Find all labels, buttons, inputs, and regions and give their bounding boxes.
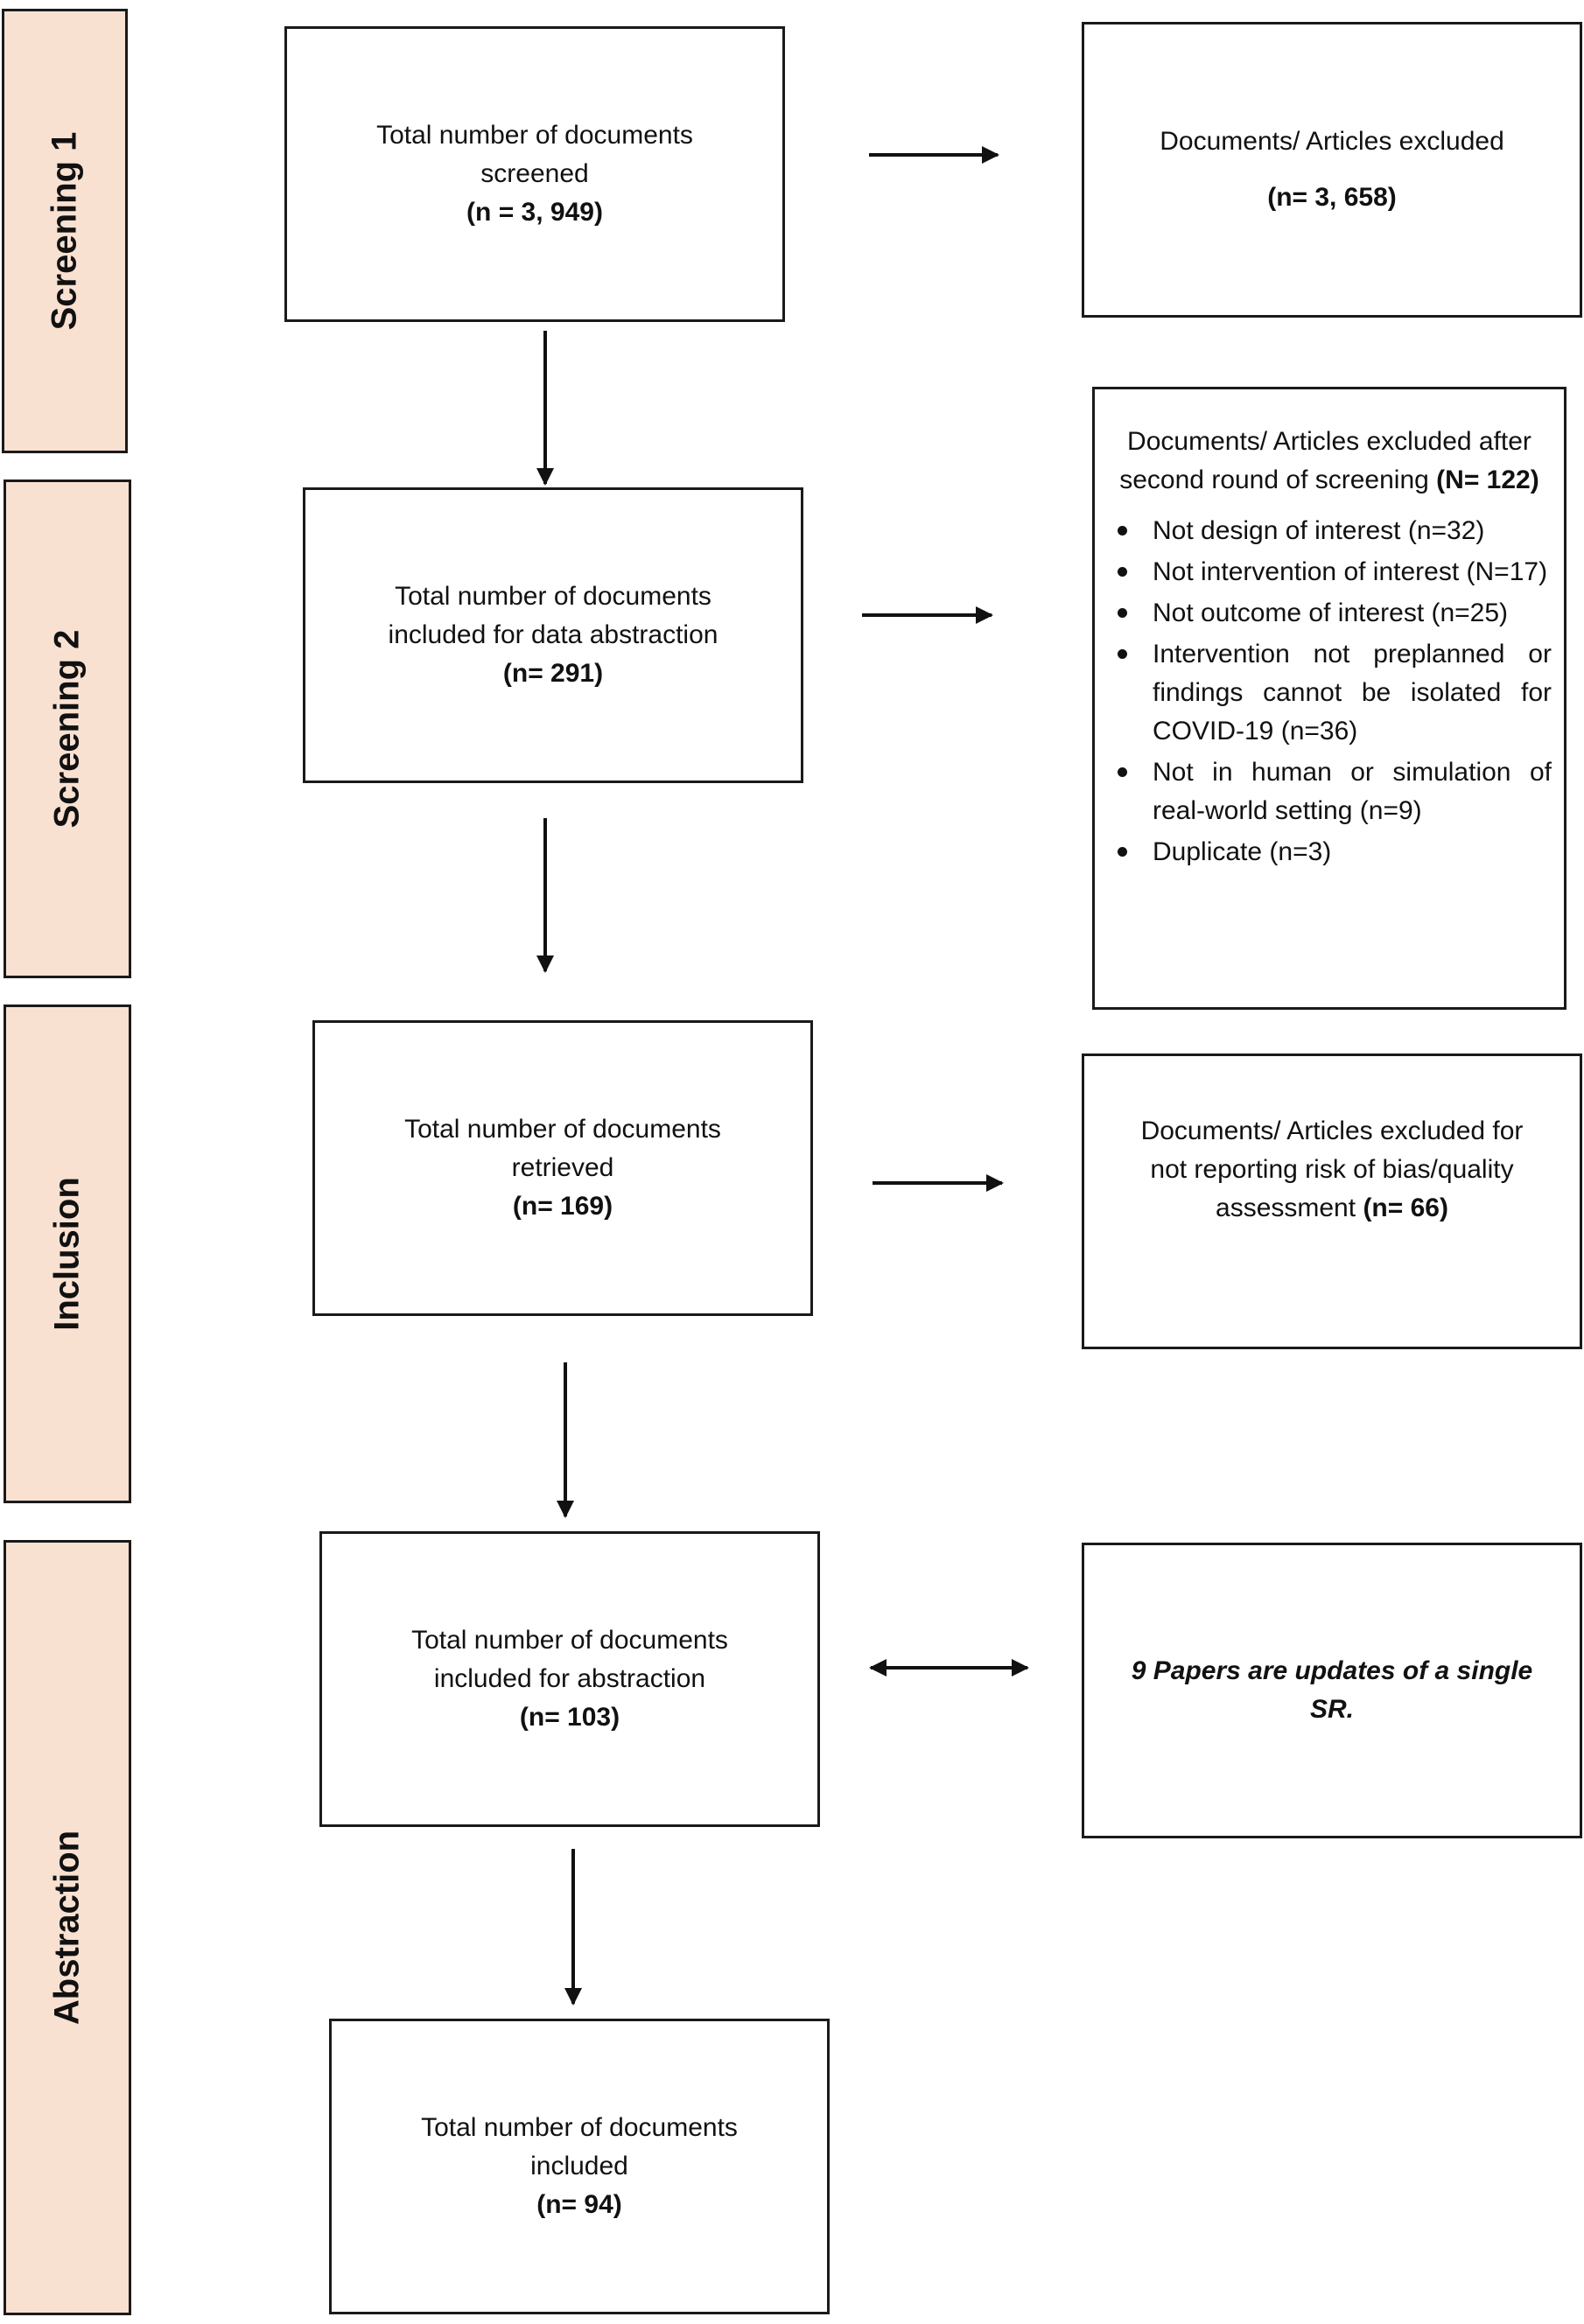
exclusion-reason: Intervention not preplanned or findings …	[1107, 635, 1552, 751]
data-abstraction-line-1: Total number of documents	[395, 582, 711, 611]
included-count: (n= 94)	[536, 2190, 622, 2219]
retrieved-line-2: retrieved	[511, 1153, 614, 1182]
retrieved-count: (n= 169)	[512, 1192, 613, 1221]
excluded-1-line-1: Documents/ Articles excluded	[1160, 127, 1504, 156]
data-abstraction-line-2: included for data abstraction	[388, 620, 718, 649]
excluded-2-header: Documents/ Articles excluded after secon…	[1112, 423, 1546, 500]
excluded-box-2: Documents/ Articles excluded after secon…	[1092, 387, 1566, 1010]
excluded-bias-line-1: Documents/ Articles excluded for	[1140, 1116, 1524, 1145]
included-box: Total number of documents included (n= 9…	[329, 2019, 830, 2314]
exclusion-reasons-list: Not design of interest (n=32) Not interv…	[1095, 512, 1564, 872]
screened-count: (n = 3, 949)	[466, 198, 603, 227]
screened-line-2: screened	[480, 159, 589, 188]
stage-screening-1: Screening 1	[2, 9, 128, 453]
abstraction-line-2: included for abstraction	[433, 1664, 706, 1693]
updates-note-text: 9 Papers are updates of a single SR.	[1131, 1656, 1533, 1724]
data-abstraction-count: (n= 291)	[502, 659, 604, 688]
exclusion-reason: Duplicate (n=3)	[1107, 833, 1552, 872]
data-abstraction-box: Total number of documents included for d…	[303, 487, 803, 783]
excluded-bias-line-3: assessment (n= 66)	[1216, 1189, 1448, 1228]
abstraction-line-1: Total number of documents	[411, 1626, 728, 1655]
exclusion-reason: Not in human or simulation of real-world…	[1107, 753, 1552, 830]
abstraction-box: Total number of documents included for a…	[319, 1531, 820, 1827]
excluded-bias-count: (n= 66)	[1363, 1194, 1448, 1222]
excluded-2-count: (N= 122)	[1436, 466, 1539, 494]
exclusion-reason: Not outcome of interest (n=25)	[1107, 594, 1552, 633]
stage-abstraction: Abstraction	[4, 1540, 131, 2315]
updates-note-box: 9 Papers are updates of a single SR.	[1082, 1543, 1582, 1838]
excluded-box-1: Documents/ Articles excluded (n= 3, 658)	[1082, 22, 1582, 318]
stage-screening-2: Screening 2	[4, 480, 131, 978]
excluded-1-count: (n= 3, 658)	[1267, 183, 1397, 212]
abstraction-count: (n= 103)	[519, 1703, 620, 1732]
excluded-bias-box: Documents/ Articles excluded for not rep…	[1082, 1054, 1582, 1349]
included-line-1: Total number of documents	[421, 2113, 738, 2142]
stage-inclusion: Inclusion	[4, 1004, 131, 1503]
excluded-bias-line-2: not reporting risk of bias/quality	[1150, 1155, 1514, 1184]
included-line-2: included	[530, 2152, 628, 2180]
excluded-2-header-line-2: second round of screening	[1119, 466, 1429, 494]
retrieved-line-1: Total number of documents	[404, 1115, 721, 1144]
excluded-bias-line-3-text: assessment	[1216, 1194, 1356, 1222]
screened-box: Total number of documents screened (n = …	[284, 26, 785, 322]
exclusion-reason: Not design of interest (n=32)	[1107, 512, 1552, 550]
exclusion-reason: Not intervention of interest (N=17)	[1107, 553, 1552, 592]
screened-line-1: Total number of documents	[376, 121, 693, 150]
excluded-2-header-line-1: Documents/ Articles excluded after	[1127, 427, 1531, 456]
retrieved-box: Total number of documents retrieved (n= …	[312, 1020, 813, 1316]
